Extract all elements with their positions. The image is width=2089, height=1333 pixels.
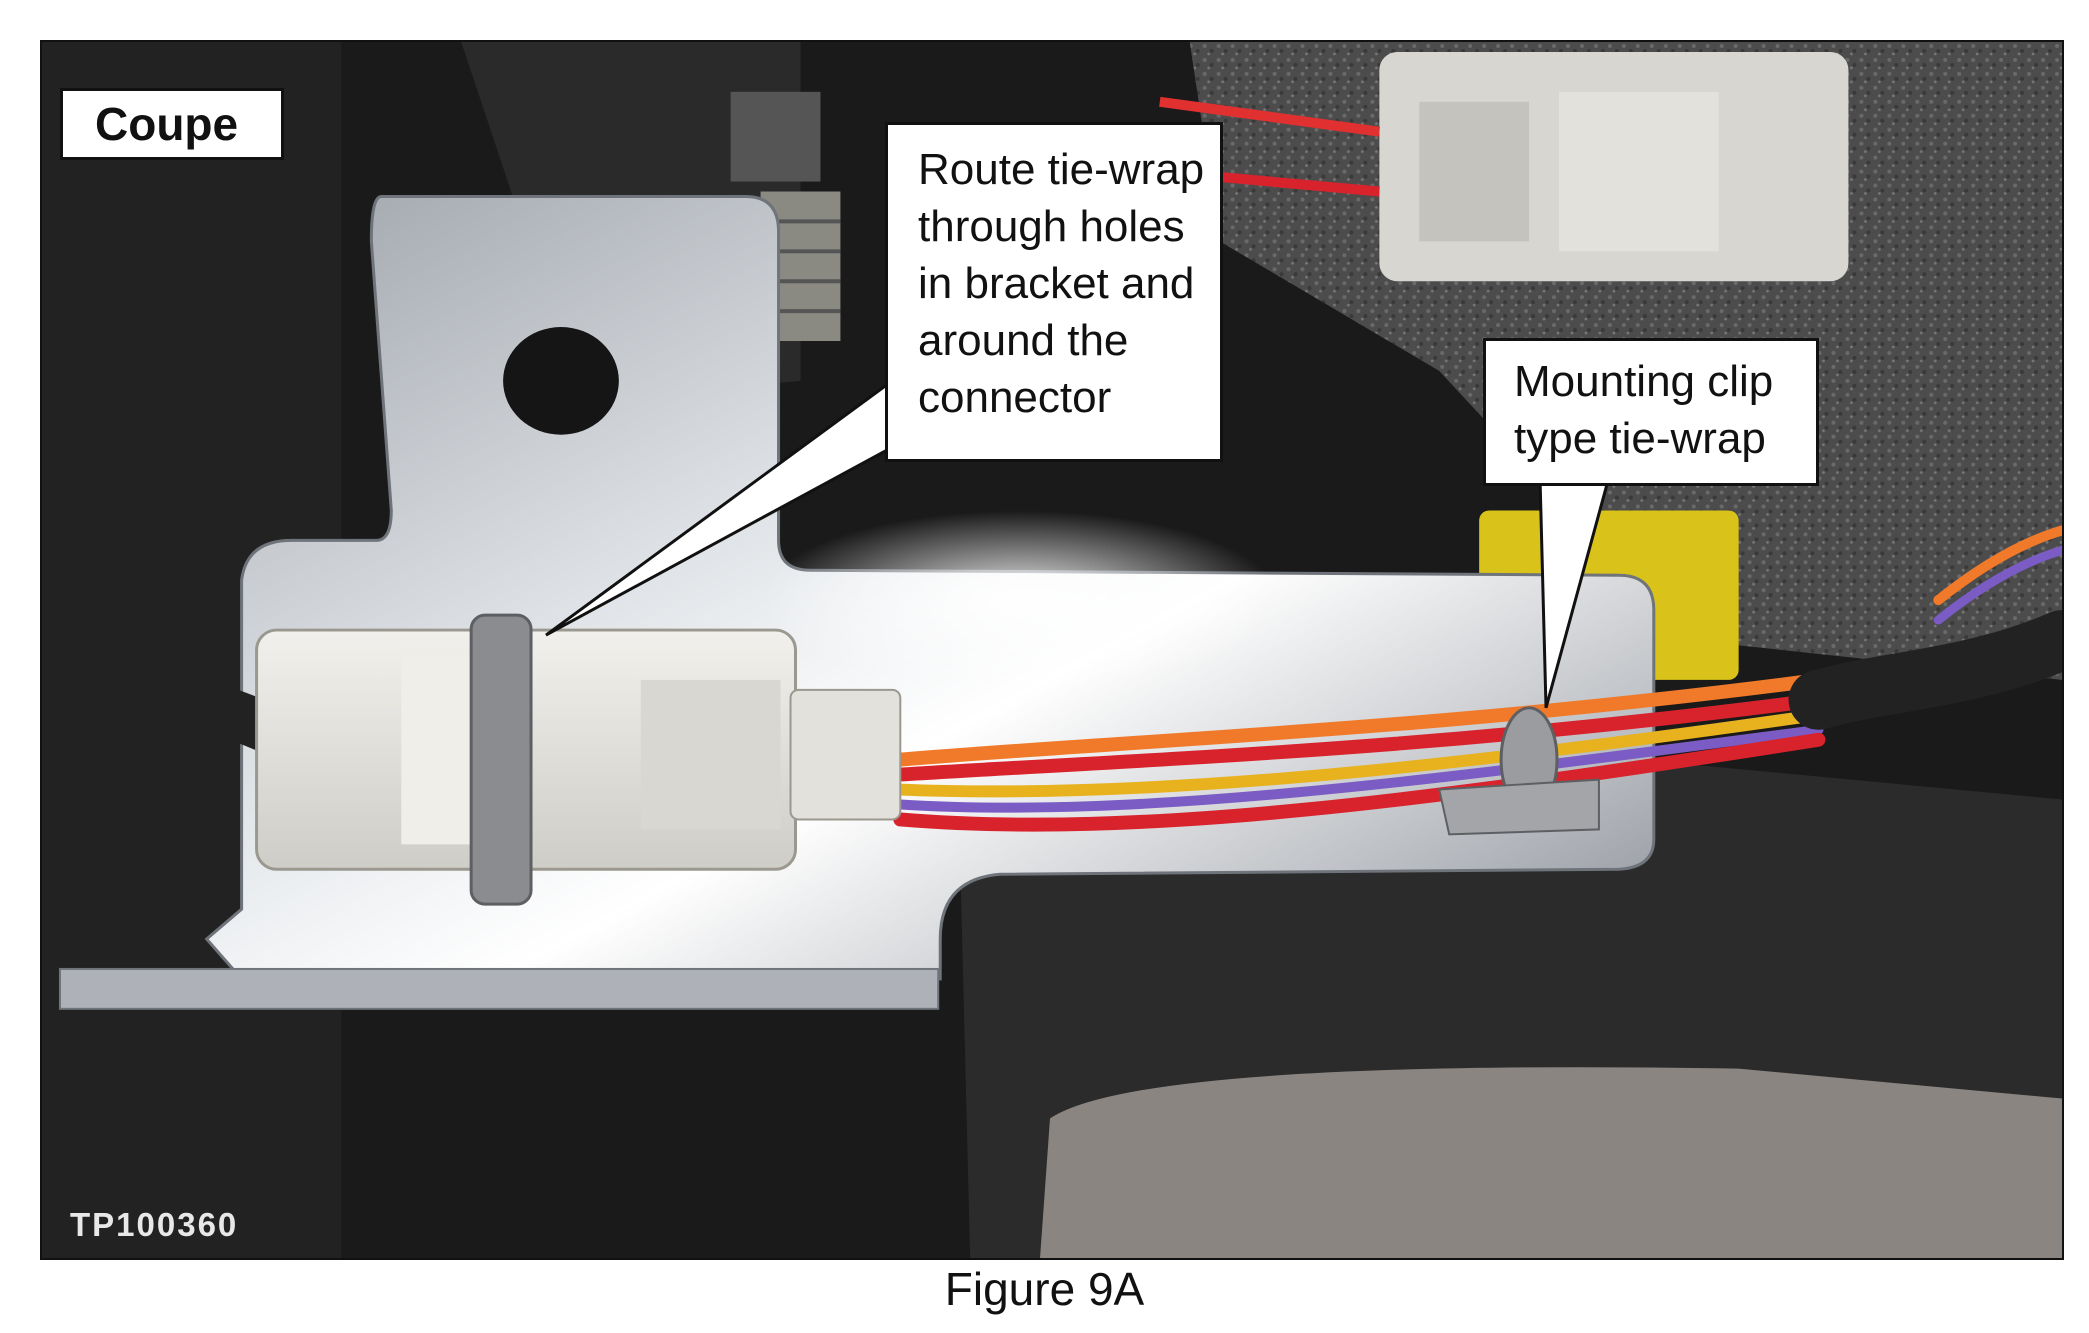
upper-connector [1159, 51, 1849, 282]
callout-1-line-1: Route tie-wrap [918, 145, 1205, 194]
figure-photo: Coupe Route tie-wrap through holes in br… [40, 40, 2064, 1260]
callout-1-line-3: in bracket and [918, 259, 1195, 308]
tie-wrap-mounting-clip [1438, 706, 1600, 836]
callout-1-line-2: through holes [918, 202, 1185, 251]
wire-harness [42, 525, 2062, 832]
image-code: TP100360 [70, 1206, 239, 1243]
callout-route-tie-wrap: Route tie-wrap through holes in bracket … [885, 122, 1223, 462]
figure-caption: Figure 9A [944, 1263, 1145, 1315]
tie-wrap-connector [469, 613, 533, 906]
callout-1-line-4: around the [918, 316, 1129, 365]
callout-mounting-clip: Mounting clip type tie-wrap [1483, 338, 1819, 486]
callout-2-line-2: type tie-wrap [1514, 414, 1766, 463]
floor-panel [1040, 1067, 2062, 1258]
coupe-badge: Coupe [60, 88, 284, 160]
callout-1-line-5: connector [918, 373, 1112, 422]
callout-2-line-1: Mounting clip [1514, 357, 1774, 406]
